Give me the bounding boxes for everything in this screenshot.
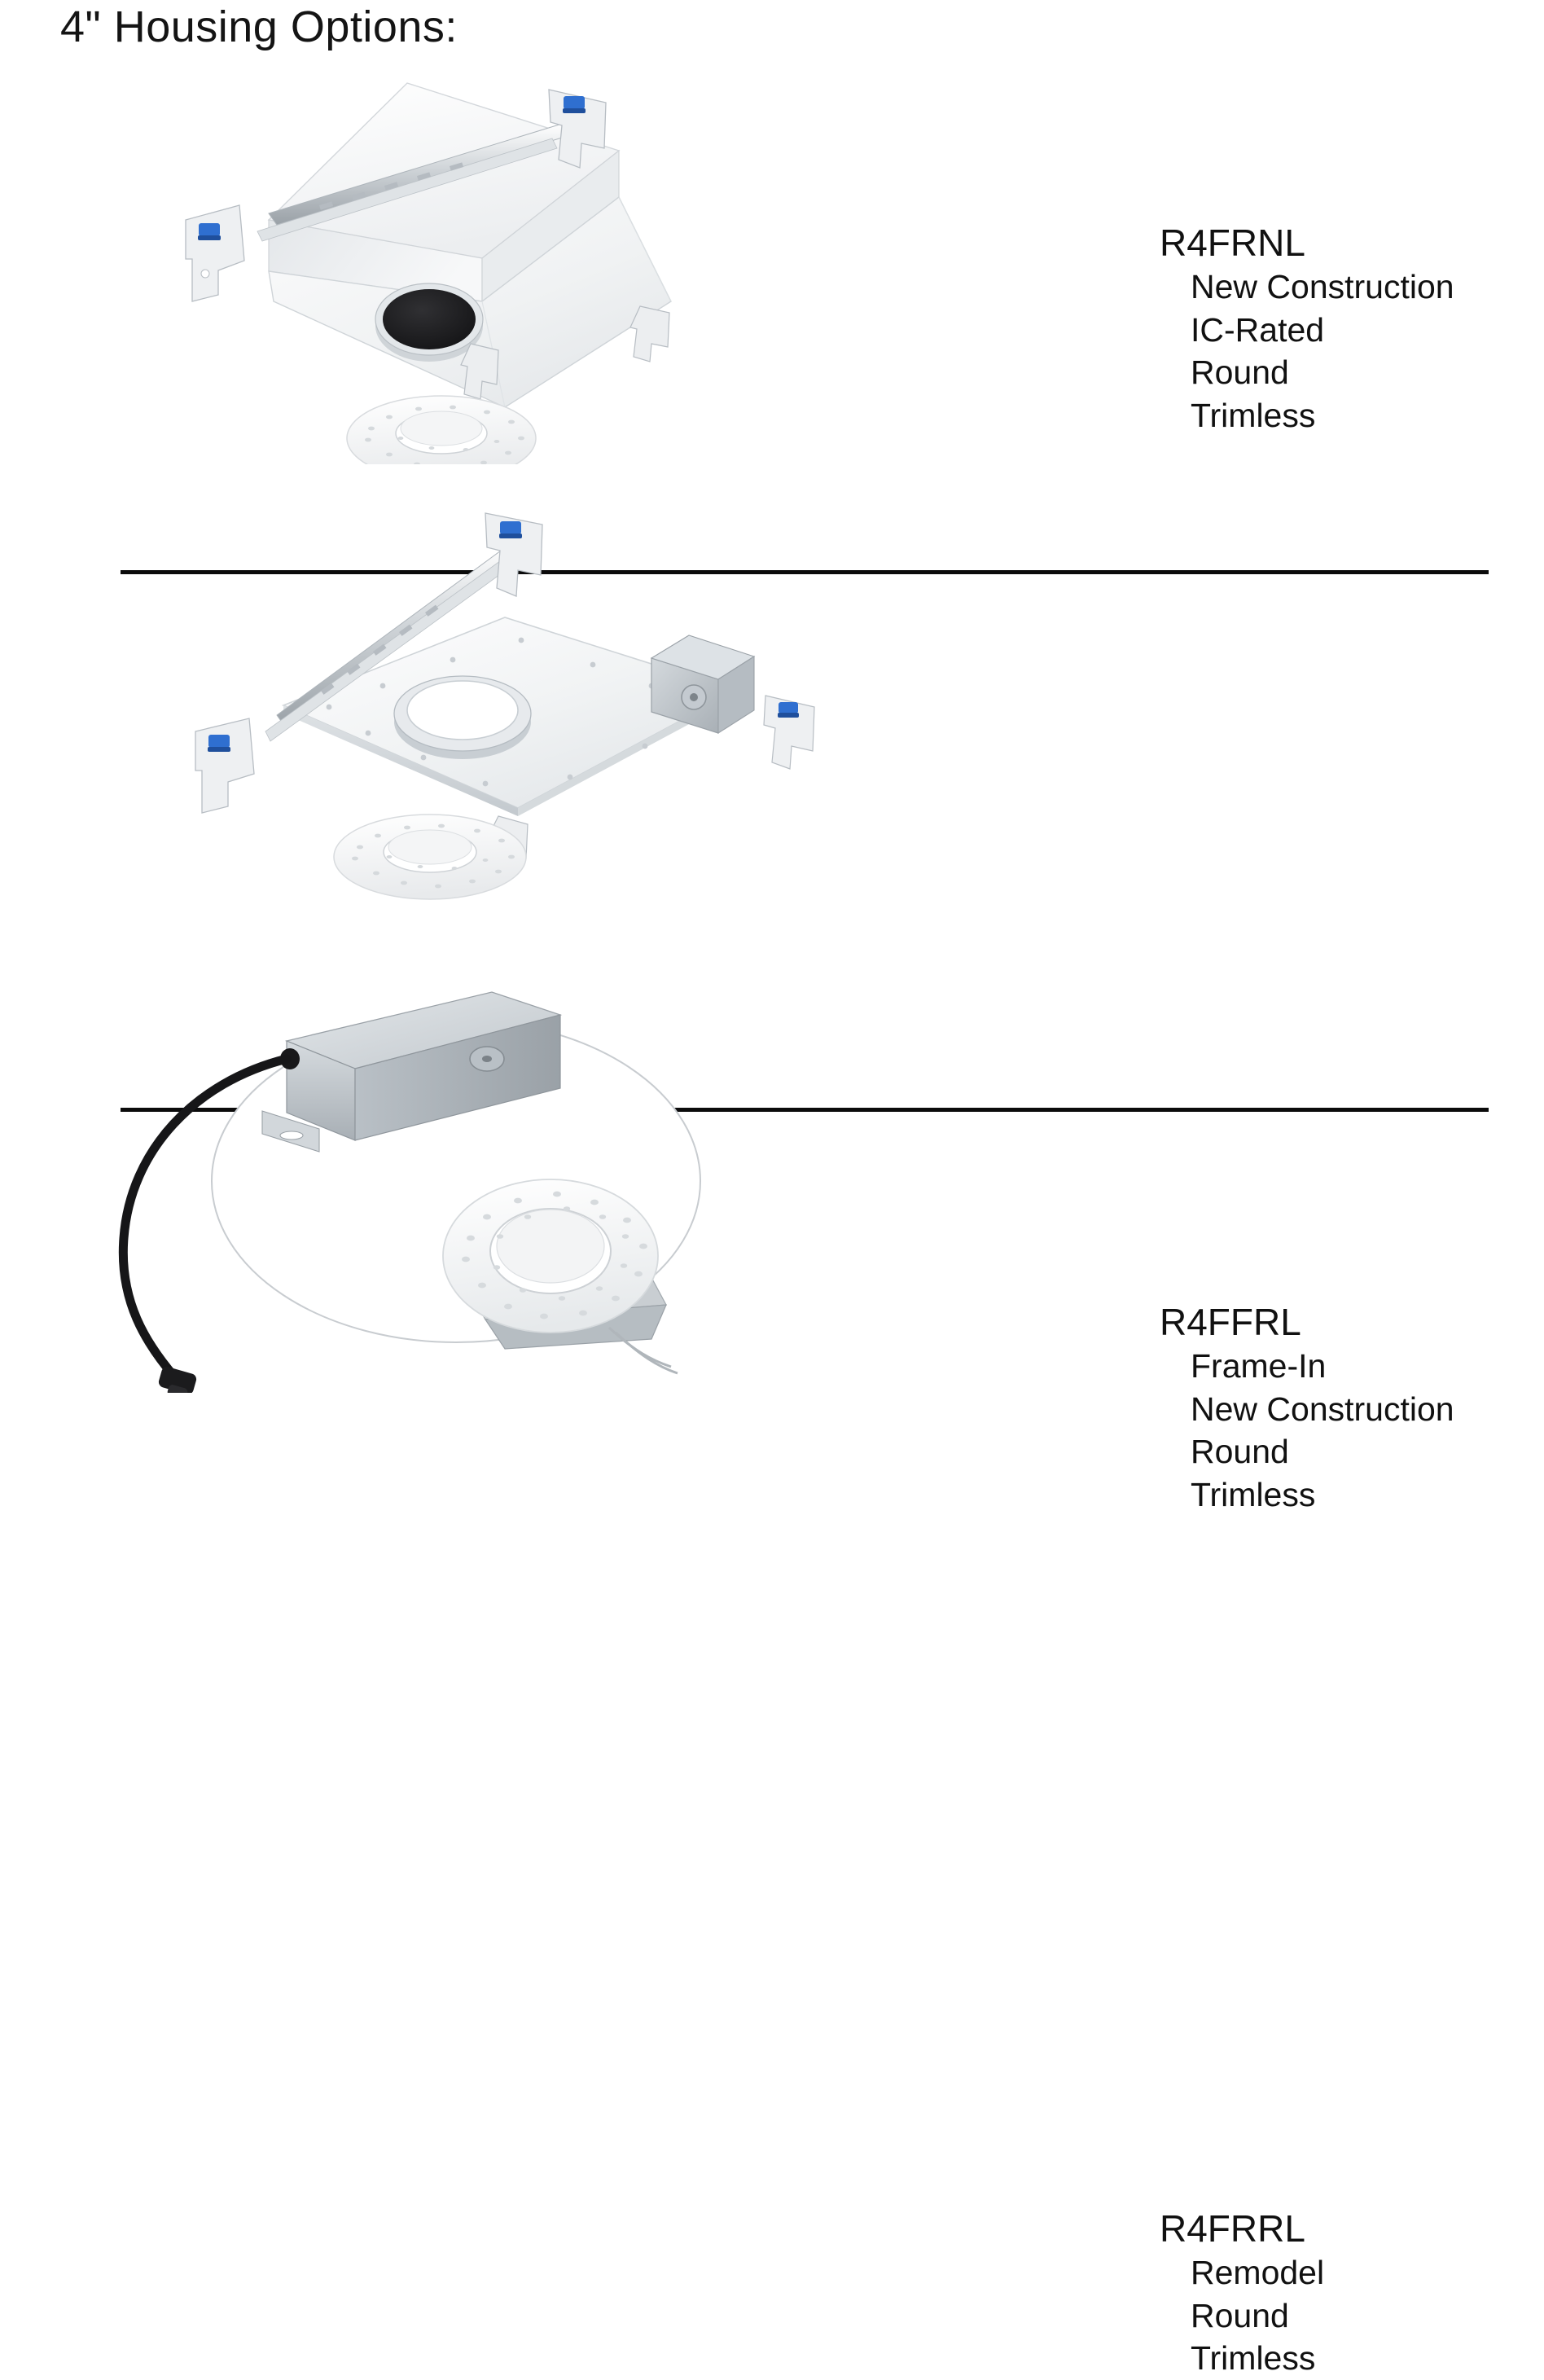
page-title: 4" Housing Options: <box>60 2 458 51</box>
attribute-item: Round <box>1191 1433 1289 1471</box>
section-divider-2 <box>121 1108 1489 1112</box>
label-block-r4frrl: R4FRRL Remodel Round Trimless <box>1160 2206 1518 2380</box>
junction-box-group-3 <box>261 991 563 1153</box>
model-number: R4FRNL <box>1160 222 1305 264</box>
housing-option-section-2: R4FFRL Frame-In New Construction Round T… <box>0 497 1544 1513</box>
section-divider-1 <box>121 570 1489 574</box>
attribute-item: Trimless <box>1191 396 1316 434</box>
mounting-bracket-lower-right <box>629 305 670 362</box>
model-number: R4FRRL <box>1160 2207 1305 2250</box>
attribute-list: Remodel Round Trimless <box>1191 2251 1518 2379</box>
mounting-bracket-right-2 <box>763 695 815 770</box>
product-image-r4ffrl <box>0 497 1124 904</box>
model-number: R4FFRL <box>1160 1301 1301 1343</box>
trimless-flange-ring <box>346 395 537 464</box>
label-block-r4ffrl: R4FFRL Frame-In New Construction Round T… <box>1160 1299 1518 1516</box>
mounting-bracket-left-2 <box>195 718 255 814</box>
mounting-bracket-top-2 <box>485 512 543 597</box>
aperture-collar-group <box>393 675 532 759</box>
attribute-item: Round <box>1191 353 1289 392</box>
quick-connect-cable <box>118 1054 292 1393</box>
attribute-item: Remodel <box>1191 2254 1325 2292</box>
attribute-item: Trimless <box>1191 1475 1316 1513</box>
attribute-item: IC-Rated <box>1191 310 1325 349</box>
attribute-item: Round <box>1191 2296 1289 2334</box>
mounting-bracket-left <box>185 204 245 302</box>
product-image-r4frrl <box>0 937 1124 1393</box>
attribute-list: New Construction IC-Rated Round Trimless <box>1191 266 1518 437</box>
product-image-r4frnl <box>0 57 1124 464</box>
junction-box-group-2 <box>650 635 756 735</box>
attribute-item: Trimless <box>1191 2339 1316 2378</box>
label-block-r4frnl: R4FRNL New Construction IC-Rated Round T… <box>1160 220 1518 437</box>
mounting-bracket-right <box>548 89 607 169</box>
aperture-group <box>375 283 484 362</box>
attribute-item: Frame-In <box>1191 1347 1327 1385</box>
attribute-item: New Construction <box>1191 268 1454 306</box>
attribute-list: Frame-In New Construction Round Trimless <box>1191 1345 1518 1516</box>
attribute-item: New Construction <box>1191 1390 1454 1428</box>
trimless-flange-ring-3 <box>442 1179 678 1375</box>
trimless-flange-ring-2 <box>333 814 527 900</box>
housing-option-section-3: R4FRRL Remodel Round Trimless <box>0 937 1544 2377</box>
housing-option-section-1: R4FRNL New Construction IC-Rated Round T… <box>0 57 1544 464</box>
